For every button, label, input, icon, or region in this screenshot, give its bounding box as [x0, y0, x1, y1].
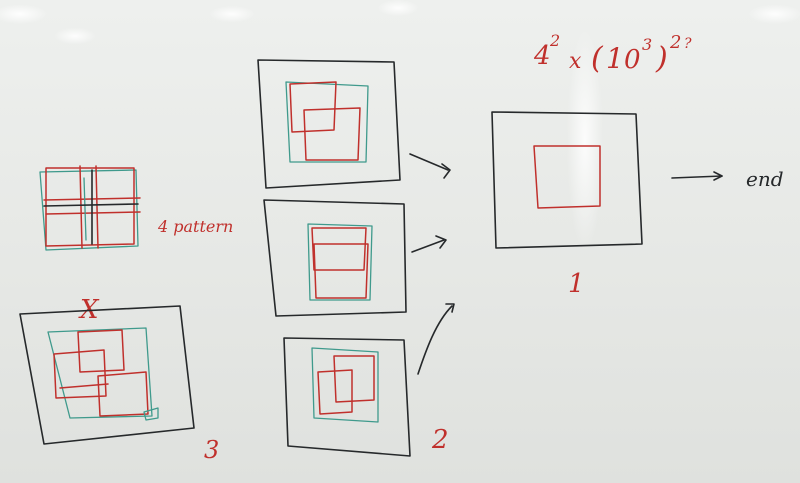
formula-question: ?: [684, 36, 692, 52]
end-arrow: [671, 171, 723, 181]
formula-ten-one: 1: [606, 42, 624, 75]
middle-bottom-box: [283, 337, 411, 457]
end-label: end: [746, 167, 784, 191]
count-right: 1: [568, 269, 585, 299]
arrow-top: [409, 153, 449, 171]
formula-ten-zero: 0: [624, 45, 641, 75]
formula-exponent-1: 2: [549, 31, 560, 50]
middle-top-box: [257, 59, 401, 189]
formula-base: 4: [533, 41, 551, 71]
arrow-bottom: [417, 305, 453, 375]
count-bottom: 2: [431, 425, 449, 455]
result-box: [491, 111, 643, 249]
middle-center-box: [263, 199, 407, 317]
arrow-middle: [411, 239, 445, 253]
formula-times: x: [569, 49, 582, 74]
formula-exponent-3: 2: [669, 32, 681, 53]
count-left: 3: [204, 436, 219, 464]
pattern-label: 4 pattern: [157, 217, 233, 236]
overlap-diagram: [19, 305, 195, 445]
formula: 4 2 x ( 1 0 3 ) 2 ?: [533, 31, 692, 76]
formula-open-paren: (: [591, 41, 604, 76]
formula-close-paren: ): [655, 41, 668, 76]
arrows: [409, 153, 455, 375]
four-pattern-grid: [39, 165, 141, 251]
formula-exponent-2: 3: [642, 35, 652, 54]
